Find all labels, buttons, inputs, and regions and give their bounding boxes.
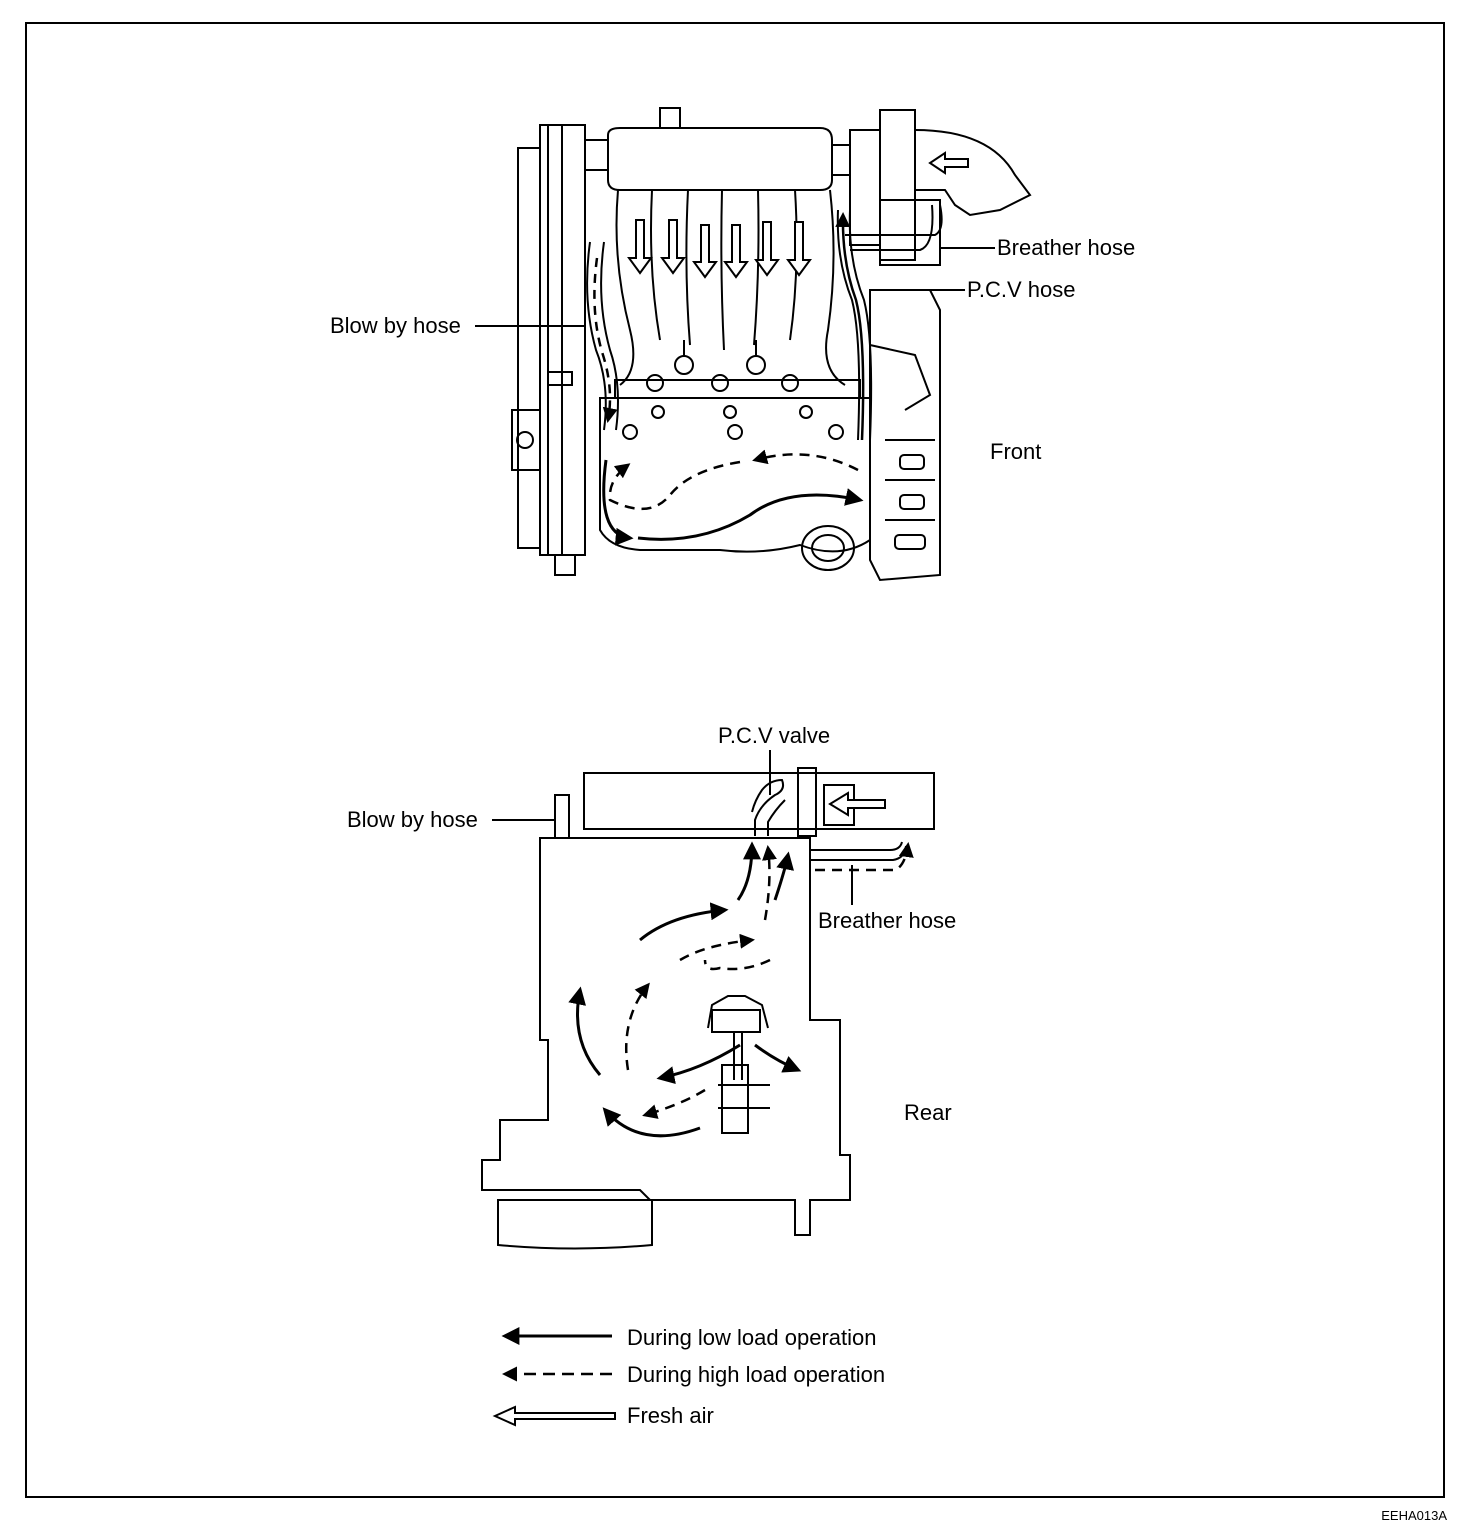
label-blow-by-hose-top: Blow by hose: [330, 313, 461, 338]
bottom-low-load-flows: [568, 841, 802, 1138]
top-pcv-flow: [835, 212, 865, 441]
top-high-load-flow-2: [608, 460, 741, 511]
label-breather-hose-top: Breather hose: [997, 235, 1136, 260]
label-pcv-hose: P.C.V hose: [967, 277, 1076, 302]
label-rear: Rear: [904, 1100, 952, 1125]
top-engine-drawing: [511, 107, 1032, 582]
top-low-load-flow-2: [637, 488, 864, 541]
label-breather-hose-bottom: Breather hose: [818, 908, 957, 933]
label-front: Front: [990, 439, 1042, 464]
top-low-load-flow-1: [602, 459, 634, 546]
bottom-high-load-flows: [624, 842, 914, 1119]
legend-label-high-load: During high load operation: [627, 1362, 886, 1387]
legend-label-fresh-air: Fresh air: [627, 1403, 714, 1428]
bottom-engine-section: [481, 767, 935, 1250]
top-high-load-flow-1: [752, 449, 859, 472]
legend-label-low-load: During low load operation: [627, 1325, 877, 1350]
figure-code: EEHA013A: [1381, 1508, 1447, 1523]
top-pcv-breather-hoses: [836, 204, 943, 441]
bottom-fresh-air-arrow: [828, 791, 886, 817]
top-blow-by-hose: [586, 241, 619, 431]
label-blow-by-hose-bottom: Blow by hose: [347, 807, 478, 832]
top-intake-arrows: [627, 219, 812, 279]
top-leader-lines: [475, 247, 995, 327]
legend-symbols: [492, 1327, 616, 1427]
legend-hollow-arrow: [492, 1405, 616, 1427]
top-fresh-air-arrow: [928, 151, 969, 175]
bottom-leader-lines: [492, 750, 853, 905]
figure-frame: [25, 22, 1445, 1498]
label-pcv-valve: P.C.V valve: [718, 723, 831, 748]
